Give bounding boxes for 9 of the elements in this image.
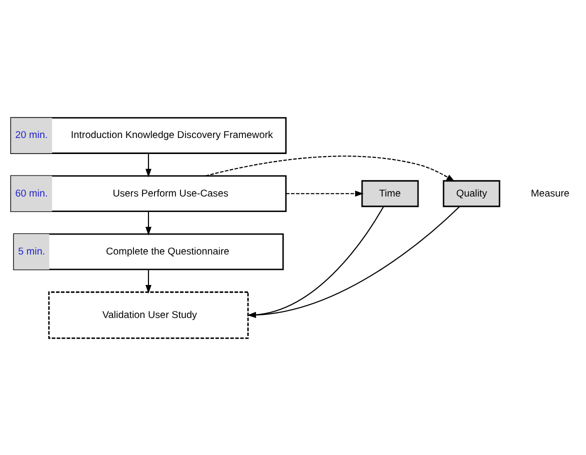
node-box: Quality	[442, 180, 500, 207]
arrow	[145, 210, 152, 235]
node-box: Validation User Study	[48, 290, 249, 338]
node-box: Time	[361, 180, 419, 207]
arrow	[145, 152, 152, 177]
arrow	[206, 155, 455, 182]
arrow	[286, 190, 364, 196]
arrow	[145, 269, 152, 294]
label: Measure	[530, 188, 570, 199]
